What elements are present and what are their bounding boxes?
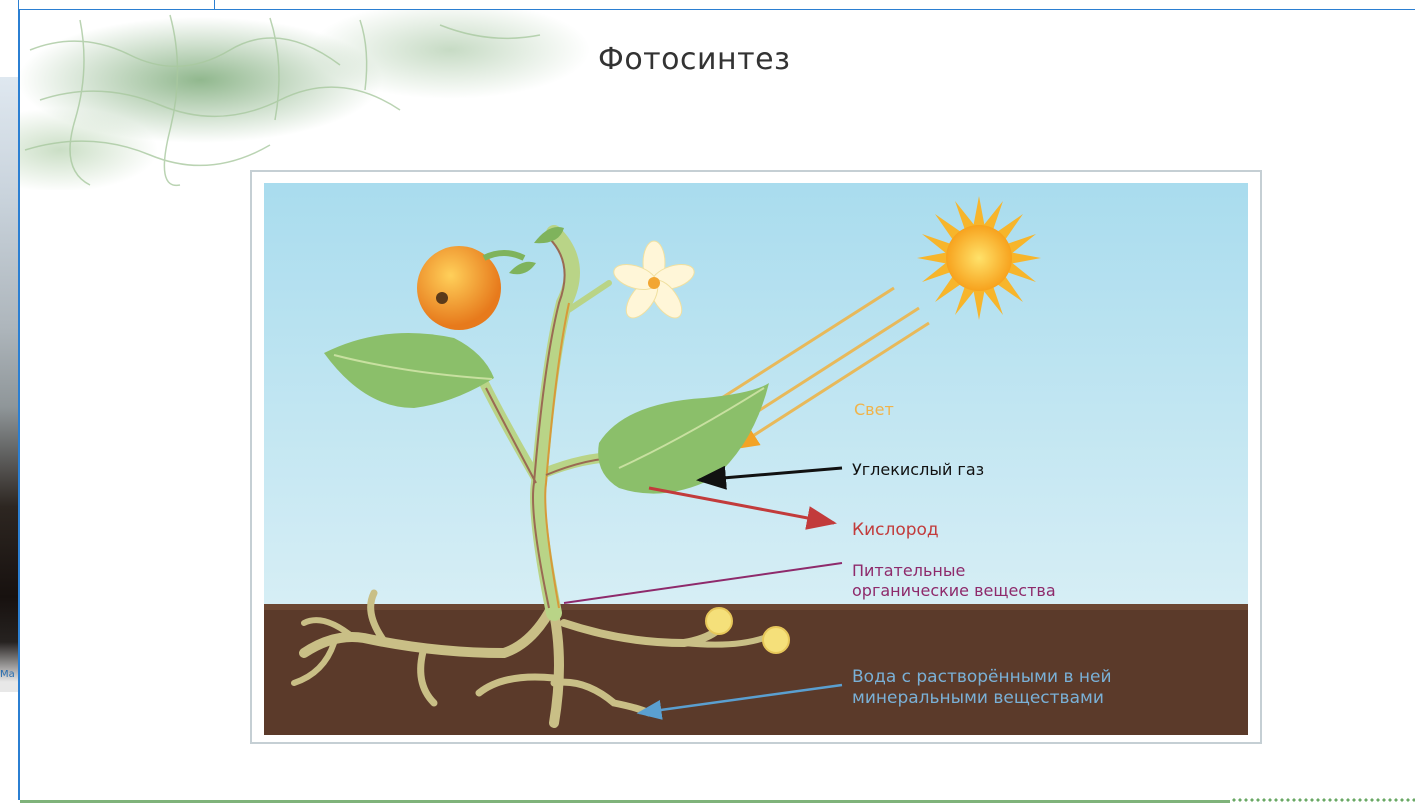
oxygen-label: Кислород: [852, 520, 939, 540]
window-frame-divider: [214, 0, 215, 10]
light-label: Свет: [854, 400, 894, 419]
slide-title: Фотосинтез: [598, 42, 791, 77]
water-label-line2: минеральными веществами: [852, 688, 1104, 708]
leaf-texture-decoration: [20, 10, 900, 190]
water-label-line1: Вода с растворёнными в ней: [852, 667, 1112, 687]
co2-label: Углекислый газ: [852, 460, 984, 479]
bottom-dotted-rule: [1232, 798, 1415, 802]
photosynthesis-diagram: Свет Углекислый газ Кислород Питательные…: [264, 183, 1248, 735]
window-frame-top: [18, 0, 1415, 10]
diagram-frame: Свет Углекислый газ Кислород Питательные…: [250, 170, 1262, 744]
nutrients-label-line1: Питательные: [852, 561, 965, 580]
bottom-rule: [20, 800, 1230, 803]
sun-icon: [917, 196, 1041, 320]
slide: Фотосинтез: [18, 10, 1415, 800]
background-window-caption: Ma: [0, 669, 15, 680]
nutrients-label-line2: органические вещества: [852, 581, 1056, 600]
background-window[interactable]: Ma: [0, 77, 19, 692]
